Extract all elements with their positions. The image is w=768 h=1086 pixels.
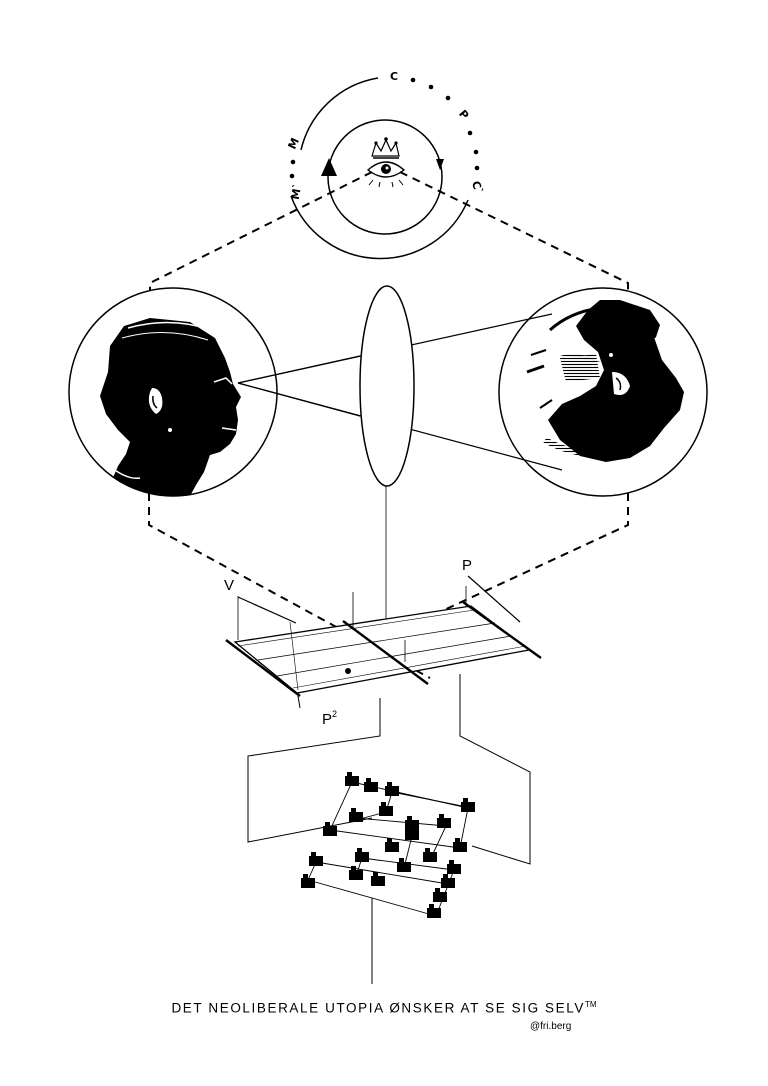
outer-arc-upper bbox=[300, 77, 379, 151]
label-line-p2 bbox=[297, 695, 301, 709]
cycle-label-m: M bbox=[286, 136, 302, 151]
lens-ellipse bbox=[359, 285, 415, 487]
cycle-label-c-prime: C` bbox=[469, 179, 486, 196]
left-head-silhouette bbox=[100, 318, 241, 496]
label-v: V bbox=[224, 577, 234, 594]
connector-lines bbox=[247, 674, 531, 984]
crowned-eye-icon bbox=[366, 137, 406, 188]
poster-title: DET NEOLIBERALE UTOPIA ØNSKER AT SE SIG … bbox=[171, 1000, 597, 1016]
dashed-eye-left bbox=[149, 171, 373, 295]
frame-right-bracket bbox=[459, 674, 531, 865]
arrow-down-icon bbox=[436, 159, 444, 170]
cycle-label-m-prime: M` bbox=[289, 182, 305, 200]
label-line-v bbox=[237, 596, 297, 624]
label-line-p bbox=[467, 575, 521, 623]
cycle-dots bbox=[289, 77, 480, 179]
outer-arc-lower bbox=[290, 195, 469, 260]
capital-cycle: C P C` M M` bbox=[286, 70, 486, 260]
right-head-silhouette bbox=[526, 300, 684, 462]
left-portrait bbox=[68, 287, 278, 497]
dashed-eye-right bbox=[399, 171, 629, 295]
frame-left-bracket bbox=[247, 698, 381, 843]
ceiling-platform: V P P2 bbox=[224, 557, 542, 728]
label-p2: P2 bbox=[322, 709, 337, 728]
cycle-label-c: C bbox=[390, 70, 398, 83]
cycle-label-p: P bbox=[456, 107, 471, 122]
platform-dot bbox=[345, 668, 351, 674]
right-portrait bbox=[498, 287, 708, 497]
seat-network bbox=[301, 772, 475, 918]
dashed-right-platform bbox=[361, 493, 629, 649]
hanger-wires bbox=[237, 586, 467, 662]
label-p: P bbox=[462, 557, 472, 574]
artist-credit: @fri.berg bbox=[530, 1021, 572, 1032]
lens-group bbox=[237, 285, 563, 652]
trademark-mark: TM bbox=[584, 1000, 597, 1009]
inner-circle bbox=[327, 119, 443, 235]
arrow-up-icon bbox=[321, 158, 337, 176]
